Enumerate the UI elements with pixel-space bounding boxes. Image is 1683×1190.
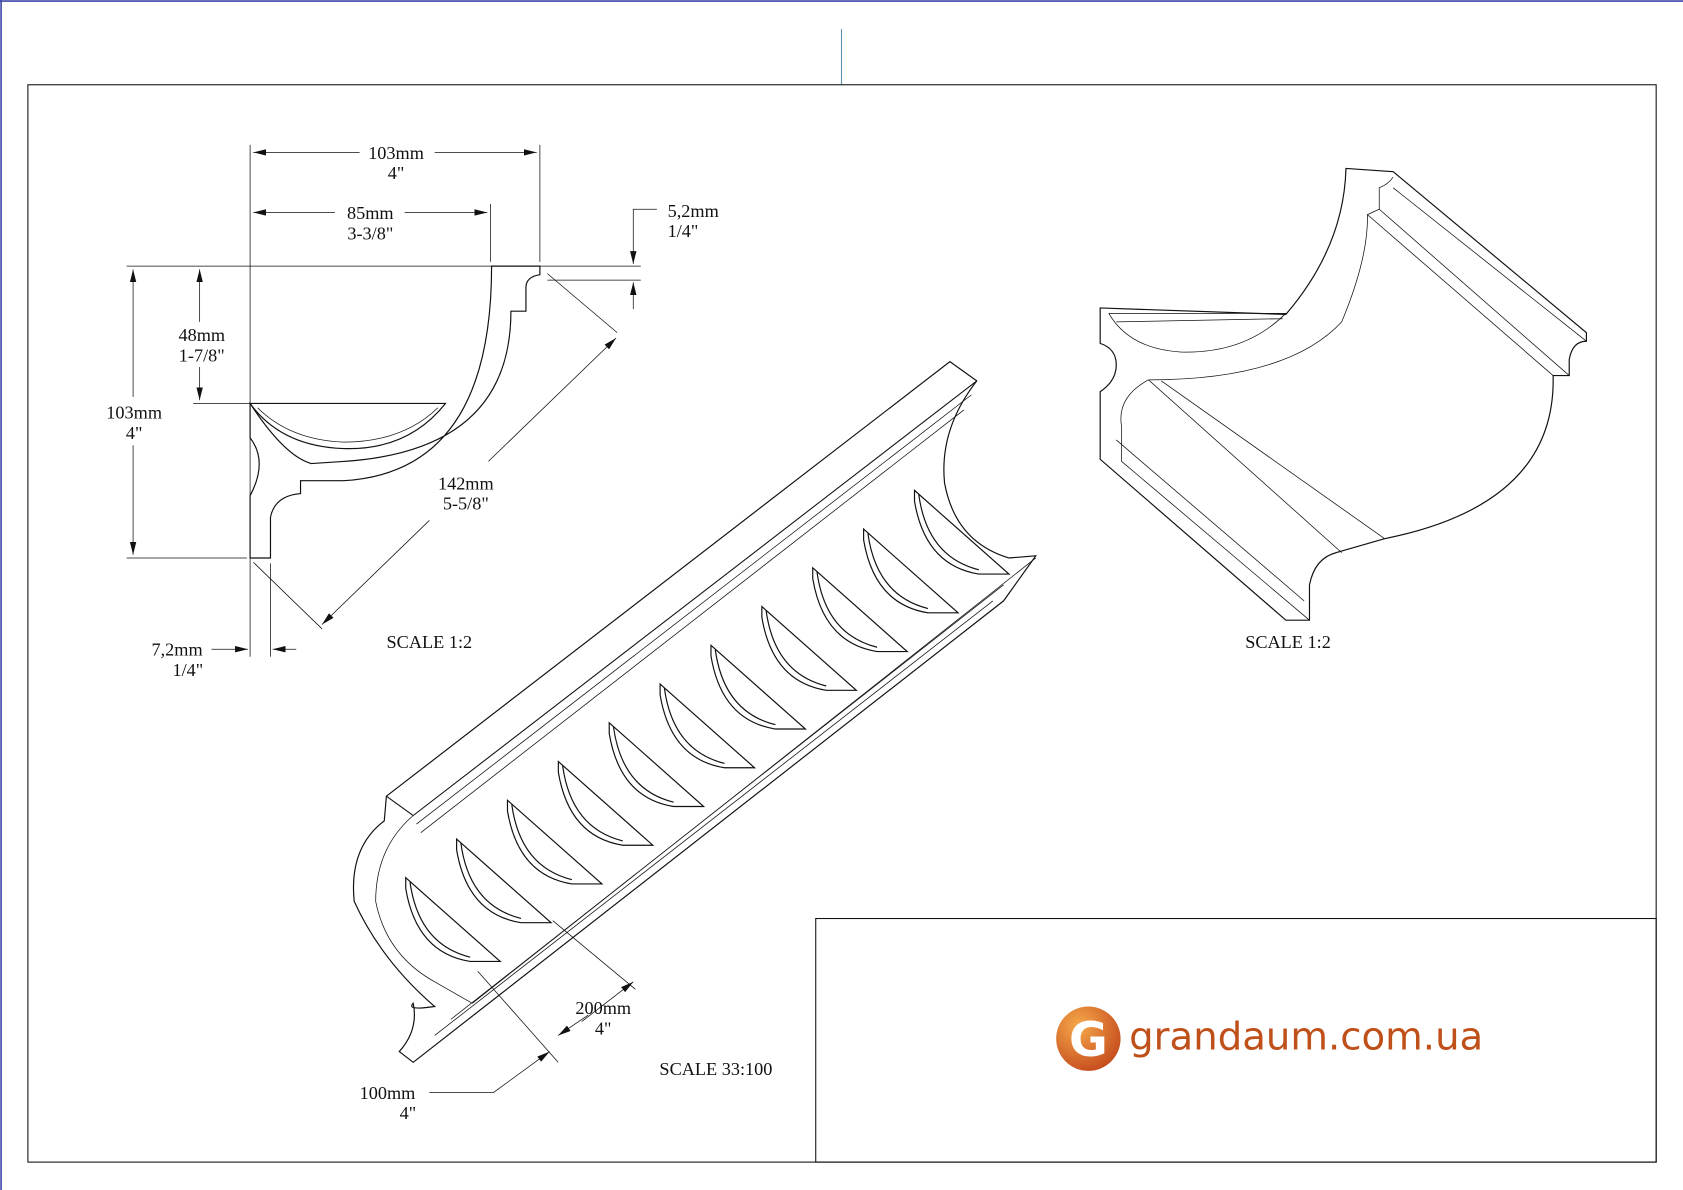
- iso-rib: [506, 798, 604, 885]
- iso-ribs: [405, 489, 1011, 963]
- profile-view: 103mm 4" 85mm 3-3/8" 5,2mm 1/4" 48mm 1-7…: [106, 143, 718, 680]
- dim-total-height-mm: 103mm: [106, 402, 162, 422]
- dim-top-lip-inch: 1/4": [668, 221, 699, 241]
- iso-rib: [557, 760, 655, 846]
- detail-scale-label: SCALE 1:2: [1245, 632, 1331, 652]
- dim-cup-depth-inch: 1-7/8": [179, 346, 225, 366]
- dim-cup-depth-mm: 48mm: [178, 325, 225, 345]
- dim-rib-spacing-mm: 200mm: [575, 998, 631, 1018]
- dim-end-offset-mm: 100mm: [360, 1083, 416, 1103]
- dim-total-width-mm: 103mm: [368, 143, 424, 163]
- iso-rib: [608, 721, 706, 808]
- iso-rib: [863, 527, 960, 614]
- iso-rib: [456, 837, 553, 924]
- dim-diagonal-inch: 5-5/8": [443, 494, 489, 514]
- profile-cup: [248, 402, 447, 450]
- dim-top-lip-mm: 5,2mm: [668, 201, 719, 221]
- dim-total-width-inch: 4": [388, 163, 405, 183]
- iso-rib: [812, 566, 909, 653]
- detail-shape: [1099, 167, 1587, 621]
- logo-circle-icon: [1056, 1006, 1121, 1071]
- iso-rib: [659, 682, 757, 769]
- dim-inner-width-inch: 3-3/8": [347, 223, 393, 243]
- dim-inner-width-mm: 85mm: [347, 203, 394, 223]
- dim-bottom-lip-mm: 7,2mm: [152, 640, 203, 660]
- dim-diagonal-mm: 142mm: [438, 473, 494, 493]
- brand-logo[interactable]: G grandaum.com.ua: [1056, 1006, 1483, 1071]
- iso-rib: [405, 876, 502, 963]
- logo-letter: G: [1069, 1013, 1108, 1068]
- detail-view: SCALE 1:2: [1099, 167, 1587, 652]
- logo-text: grandaum.com.ua: [1129, 1014, 1483, 1059]
- dim-end-offset-inch: 4": [400, 1103, 417, 1123]
- iso-rib: [710, 644, 807, 730]
- title-block: [815, 917, 1657, 1163]
- iso-rib: [761, 605, 858, 691]
- profile-scale-label: SCALE 1:2: [387, 632, 473, 652]
- dim-rib-spacing-inch: 4": [595, 1018, 612, 1038]
- dim-bottom-lip-inch: 1/4": [172, 660, 203, 680]
- dim-total-height-inch: 4": [126, 423, 143, 443]
- iso-rib: [913, 489, 1011, 575]
- iso-view: 200mm 4" 100mm 4" SCALE 33:100: [352, 360, 1037, 1123]
- iso-scale-label: SCALE 33:100: [659, 1059, 772, 1079]
